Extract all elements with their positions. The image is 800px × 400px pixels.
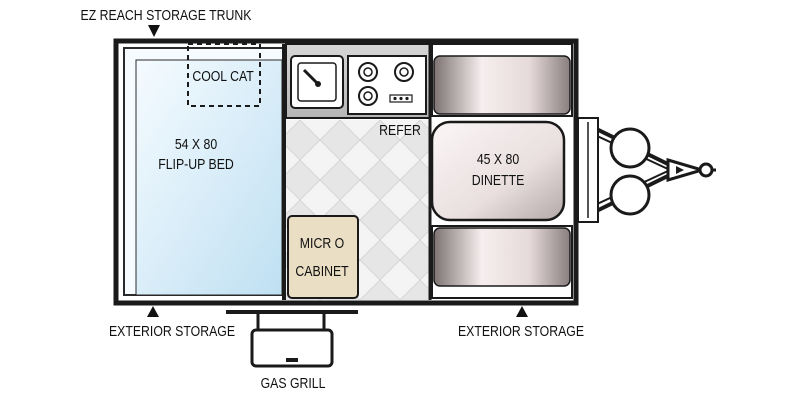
- bed-name-label: FLIP-UP BED: [158, 156, 234, 172]
- cabinet-label: CABINET: [295, 263, 349, 279]
- spare-tire-icon: [609, 127, 651, 216]
- exterior-storage-left-label: EXTERIOR STORAGE: [109, 323, 235, 339]
- cooler-label: COOL CAT: [192, 68, 254, 84]
- exterior-storage-right-label: EXTERIOR STORAGE: [458, 323, 584, 339]
- stove-burner-icon: [347, 55, 427, 115]
- sink-icon: [290, 55, 344, 109]
- gas-grill: [226, 310, 358, 368]
- gas-grill-label: GAS GRILL: [261, 375, 326, 391]
- micro-label: MICR O: [300, 235, 344, 251]
- bed-size-label: 54 X 80: [175, 136, 218, 152]
- refer-label: REFER: [379, 122, 421, 138]
- arrow-marker-icon: [516, 306, 528, 317]
- dinette-table: [430, 120, 566, 222]
- dinette-seat-bottom: [431, 225, 573, 299]
- hitch-icon: [666, 157, 716, 183]
- dinette-name-label: DINETTE: [472, 172, 525, 188]
- arrow-marker-icon: [148, 25, 160, 37]
- hitch-frame: [573, 116, 685, 224]
- trunk-label: EZ REACH STORAGE TRUNK: [81, 7, 252, 23]
- micro-cabinet: [287, 215, 359, 299]
- dinette-seat-top: [431, 43, 573, 117]
- arrow-marker-icon: [147, 306, 159, 317]
- dinette-size-label: 45 X 80: [477, 151, 520, 167]
- cooler-outline: [187, 43, 261, 107]
